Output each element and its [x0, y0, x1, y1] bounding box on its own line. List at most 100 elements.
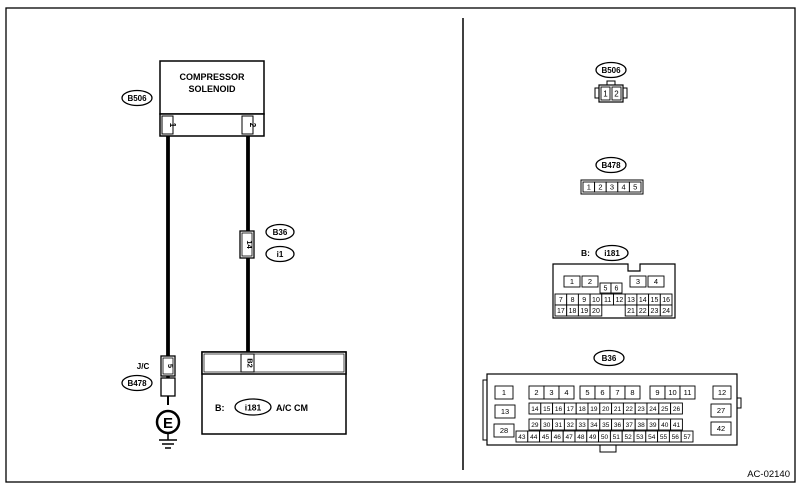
i181-pin: 15 — [648, 293, 661, 306]
b36-pin: 4 — [558, 385, 575, 400]
b36-pin: 47 — [562, 430, 576, 443]
i181-pin: 22 — [636, 304, 650, 317]
b36-pin: 40 — [658, 418, 672, 431]
b36-pin: 43 — [515, 430, 529, 443]
svg-text:33: 33 — [578, 422, 586, 429]
b36-pin: 24 — [646, 402, 660, 415]
i181-pin: 2 — [581, 275, 599, 288]
b36-pin: 27 — [710, 403, 732, 418]
b478-pin: 4 — [617, 181, 630, 193]
b36-pin: 46 — [550, 430, 564, 443]
b36-pin: 51 — [609, 430, 623, 443]
svg-text:7: 7 — [559, 297, 563, 304]
b36-pin: 57 — [680, 430, 694, 443]
svg-text:2: 2 — [598, 183, 602, 192]
b36-pin: 30 — [540, 418, 554, 431]
svg-text:3: 3 — [636, 277, 640, 286]
svg-text:3: 3 — [610, 183, 614, 192]
b36-pin: 16 — [552, 402, 565, 415]
svg-text:18: 18 — [569, 308, 577, 315]
i181-pin: 16 — [659, 293, 673, 306]
svg-text:4: 4 — [654, 277, 658, 286]
svg-text:27: 27 — [717, 406, 725, 415]
b36-pin: 29 — [528, 418, 542, 431]
b36-pin: 25 — [658, 402, 672, 415]
svg-text:57: 57 — [683, 434, 691, 441]
b36-pin: 22 — [622, 402, 636, 415]
svg-text:51: 51 — [613, 434, 621, 441]
view-b478-label: B478 — [601, 161, 621, 170]
svg-text:46: 46 — [554, 434, 562, 441]
svg-text:1: 1 — [570, 277, 574, 286]
b36-pin: 23 — [634, 402, 648, 415]
svg-text:12: 12 — [718, 388, 726, 397]
svg-text:40: 40 — [661, 422, 669, 429]
view-b36-label: B36 — [602, 354, 617, 363]
b36-pin: 17 — [563, 402, 577, 415]
svg-text:12: 12 — [615, 297, 623, 304]
b36-pin: 38 — [634, 418, 648, 431]
svg-text:36: 36 — [614, 422, 622, 429]
svg-text:B36: B36 — [273, 228, 288, 237]
svg-text:21: 21 — [627, 308, 635, 315]
b36-pin: 14 — [528, 402, 542, 415]
svg-text:19: 19 — [580, 308, 588, 315]
b36-pin: 49 — [586, 430, 600, 443]
b36-pin: 11 — [679, 385, 696, 400]
svg-text:21: 21 — [614, 406, 622, 413]
b36-pin: 35 — [599, 418, 613, 431]
i181-pin: 3 — [629, 275, 647, 288]
svg-text:23: 23 — [651, 308, 659, 315]
svg-text:45: 45 — [542, 434, 550, 441]
svg-text:54: 54 — [648, 434, 656, 441]
svg-text:17: 17 — [567, 406, 575, 413]
svg-text:4: 4 — [622, 183, 626, 192]
b36-pin: 39 — [646, 418, 660, 431]
svg-text:1: 1 — [587, 183, 591, 192]
view-i181-label: i181 — [604, 249, 620, 258]
component-connector — [159, 113, 265, 137]
svg-text:17: 17 — [557, 308, 565, 315]
b36-pin: 52 — [621, 430, 635, 443]
svg-text:55: 55 — [660, 434, 668, 441]
b36-pin: 2 — [528, 385, 545, 400]
svg-text:14: 14 — [531, 406, 539, 413]
view-i181-prefix: B: — [581, 248, 590, 258]
b36-pin: 7 — [609, 385, 626, 400]
svg-text:47: 47 — [565, 434, 573, 441]
b36-pin: 13 — [494, 404, 516, 419]
svg-text:1: 1 — [603, 90, 608, 99]
svg-text:56: 56 — [672, 434, 680, 441]
component-pin-1: 1 — [168, 123, 177, 128]
i181-pin: 10 — [589, 293, 603, 306]
i181-pin: 17 — [554, 304, 568, 317]
b478-pin: 5 — [628, 181, 642, 193]
svg-text:15: 15 — [543, 406, 551, 413]
connector-tag-b36: B36 — [265, 223, 295, 241]
i181-pin: 12 — [613, 293, 626, 306]
b478-pin: 3 — [605, 181, 619, 193]
component-label-line2: SOLENOID — [188, 84, 236, 94]
svg-text:24: 24 — [662, 308, 670, 315]
component-label-line1: COMPRESSOR — [179, 72, 245, 82]
i181-pin: 6 — [610, 282, 623, 294]
b36-pin: 5 — [579, 385, 596, 400]
svg-text:6: 6 — [615, 286, 619, 293]
i181-pin: 5 — [599, 282, 612, 294]
svg-text:52: 52 — [624, 434, 632, 441]
svg-text:1: 1 — [502, 388, 506, 397]
i181-pin: 19 — [577, 304, 591, 317]
svg-text:41: 41 — [673, 422, 681, 429]
b36-pin: 1 — [494, 385, 514, 400]
svg-text:16: 16 — [555, 406, 563, 413]
svg-text:5: 5 — [633, 183, 637, 192]
i181-pin: 9 — [577, 293, 591, 306]
diagram-code: AC-02140 — [747, 469, 790, 480]
b478-pin: 1 — [582, 181, 596, 193]
ac-control-module: B2 B: i181 A/C CM — [201, 351, 347, 435]
b36-pin: 48 — [574, 430, 588, 443]
i181-pin: 8 — [566, 293, 579, 306]
b36-pin: 53 — [633, 430, 647, 443]
svg-text:37: 37 — [626, 422, 634, 429]
svg-text:22: 22 — [626, 406, 634, 413]
